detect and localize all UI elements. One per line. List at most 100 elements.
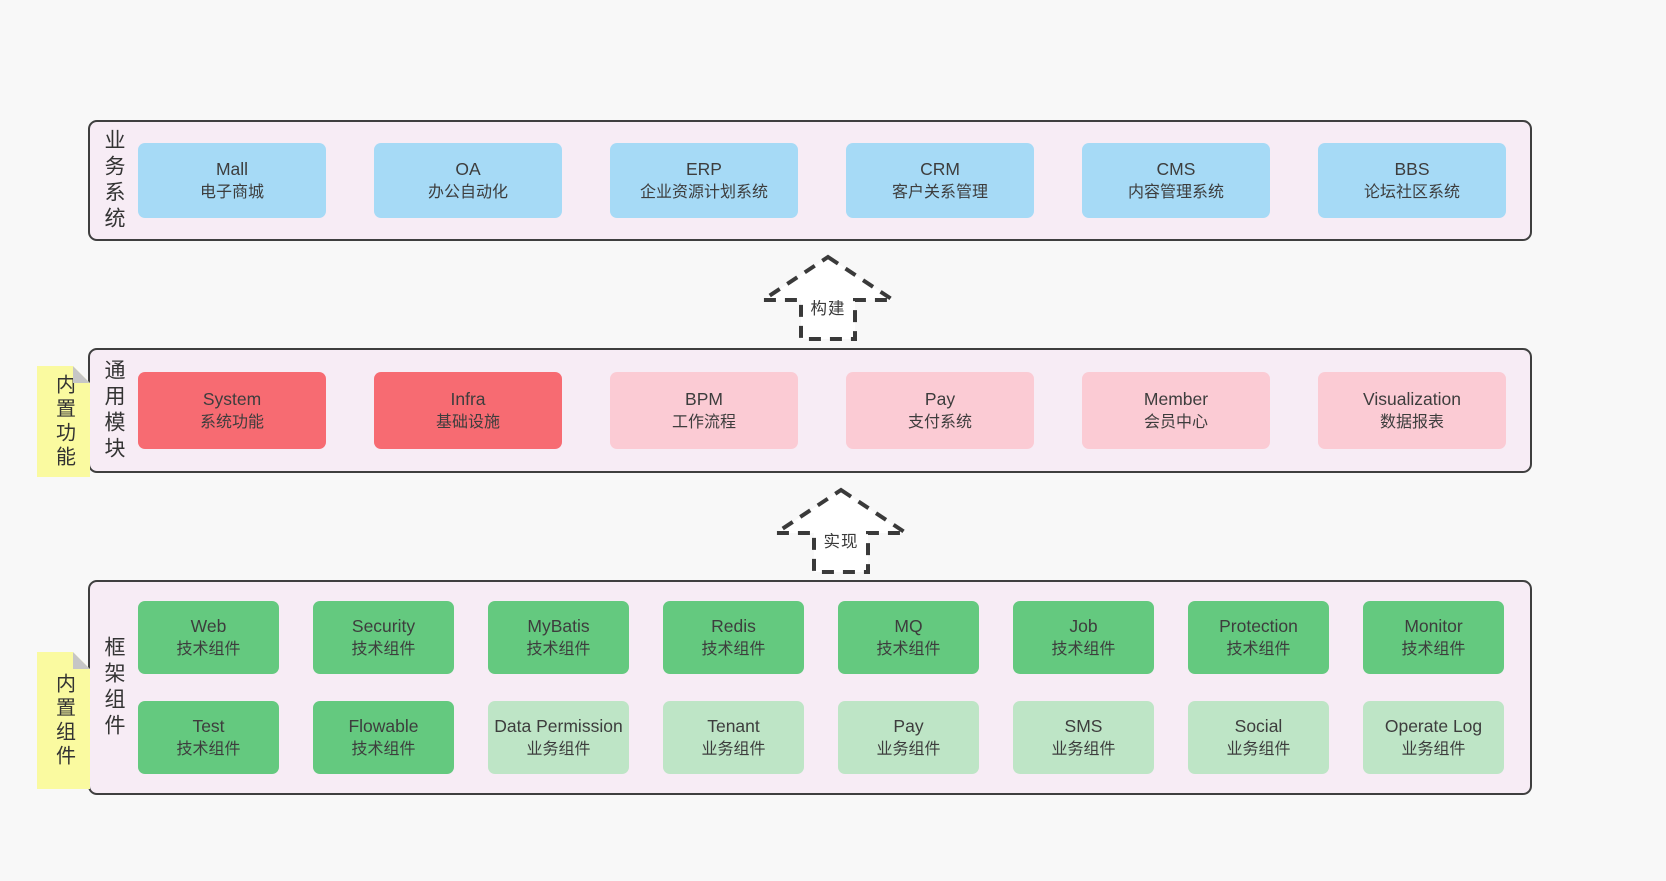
box-pay-module: Pay 支付系统 <box>846 372 1034 449</box>
box-redis: Redis 技术组件 <box>663 601 804 674</box>
box-bbs-desc: 论坛社区系统 <box>1363 184 1460 202</box>
box-pay-module-desc: 支付系统 <box>907 414 972 432</box>
box-oa-name: OA <box>455 159 481 180</box>
build-arrow: 构建 <box>760 254 896 342</box>
box-system-name: System <box>202 389 262 410</box>
box-bbs: BBS 论坛社区系统 <box>1318 143 1506 218</box>
box-mq-desc: 技术组件 <box>876 641 941 659</box>
box-bpm-desc: 工作流程 <box>671 414 736 432</box>
box-social: Social 业务组件 <box>1188 701 1329 774</box>
box-tenant: Tenant 业务组件 <box>663 701 804 774</box>
box-cms-desc: 内容管理系统 <box>1127 184 1224 202</box>
box-operate-log-desc: 业务组件 <box>1401 741 1466 759</box>
box-monitor-name: Monitor <box>1404 616 1463 637</box>
box-mall-desc: 电子商城 <box>199 184 264 202</box>
box-sms: SMS 业务组件 <box>1013 701 1154 774</box>
box-web-desc: 技术组件 <box>176 641 241 659</box>
box-cms: CMS 内容管理系统 <box>1082 143 1270 218</box>
box-crm-name: CRM <box>920 159 960 180</box>
box-job-desc: 技术组件 <box>1051 641 1116 659</box>
box-protection: Protection 技术组件 <box>1188 601 1329 674</box>
box-pay-component-desc: 业务组件 <box>876 741 941 759</box>
box-pay-component: Pay 业务组件 <box>838 701 979 774</box>
panel-common-modules: 通用模块 System 系统功能 Infra 基础设施 BPM 工作流程 Pay… <box>88 348 1532 473</box>
box-sms-name: SMS <box>1064 716 1103 737</box>
panel-modules-label: 通用模块 <box>102 358 125 463</box>
panel-components-label: 框架组件 <box>102 635 125 740</box>
box-system: System 系统功能 <box>138 372 326 449</box>
box-test-name: Test <box>192 716 225 737</box>
components-row-2: Test 技术组件 Flowable 技术组件 Data Permission … <box>138 701 1516 774</box>
box-member: Member 会员中心 <box>1082 372 1270 449</box>
sticky-note-built-in-components: 内置组件 <box>37 652 90 789</box>
box-visualization-name: Visualization <box>1363 389 1461 410</box>
box-visualization: Visualization 数据报表 <box>1318 372 1506 449</box>
box-data-permission-name: Data Permission <box>494 716 623 737</box>
box-crm: CRM 客户关系管理 <box>846 143 1034 218</box>
box-cms-name: CMS <box>1156 159 1196 180</box>
box-erp-name: ERP <box>686 159 722 180</box>
box-crm-desc: 客户关系管理 <box>891 184 988 202</box>
box-erp-desc: 企业资源计划系统 <box>639 184 768 202</box>
box-social-name: Social <box>1234 716 1283 737</box>
box-mq-name: MQ <box>894 616 923 637</box>
up-arrow-icon <box>773 487 909 574</box>
box-web: Web 技术组件 <box>138 601 279 674</box>
box-protection-name: Protection <box>1219 616 1298 637</box>
box-pay-component-name: Pay <box>893 716 924 737</box>
sticky-note-built-in-functions: 内置功能 <box>37 366 90 477</box>
box-test: Test 技术组件 <box>138 701 279 774</box>
box-flowable-name: Flowable <box>348 716 419 737</box>
box-monitor-desc: 技术组件 <box>1401 641 1466 659</box>
box-infra-name: Infra <box>450 389 486 410</box>
box-mybatis-desc: 技术组件 <box>526 641 591 659</box>
implement-arrow: 实现 <box>773 487 909 575</box>
box-tenant-desc: 业务组件 <box>701 741 766 759</box>
box-redis-name: Redis <box>711 616 756 637</box>
box-web-name: Web <box>190 616 227 637</box>
box-bbs-name: BBS <box>1394 159 1430 180</box>
box-tenant-name: Tenant <box>707 716 760 737</box>
box-member-desc: 会员中心 <box>1143 414 1208 432</box>
box-member-name: Member <box>1143 389 1209 410</box>
panel-business-systems: 业务系统 Mall 电子商城 OA 办公自动化 ERP 企业资源计划系统 CRM… <box>88 120 1532 241</box>
box-oa: OA 办公自动化 <box>374 143 562 218</box>
implement-arrow-label: 实现 <box>823 533 859 551</box>
box-redis-desc: 技术组件 <box>701 641 766 659</box>
components-rows: Web 技术组件 Security 技术组件 MyBatis 技术组件 Redi… <box>132 601 1530 774</box>
box-infra-desc: 基础设施 <box>435 414 500 432</box>
box-pay-module-name: Pay <box>924 389 956 410</box>
box-security-name: Security <box>351 616 416 637</box>
business-box-row: Mall 电子商城 OA 办公自动化 ERP 企业资源计划系统 CRM 客户关系… <box>132 143 1530 218</box>
panel-business-label: 业务系统 <box>102 128 125 233</box>
box-sms-desc: 业务组件 <box>1051 741 1116 759</box>
box-job-name: Job <box>1069 616 1098 637</box>
box-security: Security 技术组件 <box>313 601 454 674</box>
box-flowable-desc: 技术组件 <box>351 741 416 759</box>
box-security-desc: 技术组件 <box>351 641 416 659</box>
box-mybatis: MyBatis 技术组件 <box>488 601 629 674</box>
box-protection-desc: 技术组件 <box>1226 641 1291 659</box>
box-system-desc: 系统功能 <box>199 414 264 432</box>
box-operate-log-name: Operate Log <box>1384 716 1483 737</box>
sticky-components-label: 内置组件 <box>52 672 75 769</box>
box-monitor: Monitor 技术组件 <box>1363 601 1504 674</box>
box-mq: MQ 技术组件 <box>838 601 979 674</box>
box-social-desc: 业务组件 <box>1226 741 1291 759</box>
sticky-modules-label: 内置功能 <box>52 373 75 470</box>
build-arrow-label: 构建 <box>810 300 846 318</box>
panel-framework-components: 框架组件 Web 技术组件 Security 技术组件 MyBatis 技术组件… <box>88 580 1532 795</box>
box-job: Job 技术组件 <box>1013 601 1154 674</box>
box-infra: Infra 基础设施 <box>374 372 562 449</box>
box-erp: ERP 企业资源计划系统 <box>610 143 798 218</box>
box-mall-name: Mall <box>215 159 249 180</box>
box-test-desc: 技术组件 <box>176 741 241 759</box>
box-bpm: BPM 工作流程 <box>610 372 798 449</box>
box-visualization-desc: 数据报表 <box>1379 414 1444 432</box>
components-row-1: Web 技术组件 Security 技术组件 MyBatis 技术组件 Redi… <box>138 601 1516 674</box>
box-flowable: Flowable 技术组件 <box>313 701 454 774</box>
box-data-permission-desc: 业务组件 <box>526 741 591 759</box>
box-operate-log: Operate Log 业务组件 <box>1363 701 1504 774</box>
box-mybatis-name: MyBatis <box>527 616 590 637</box>
